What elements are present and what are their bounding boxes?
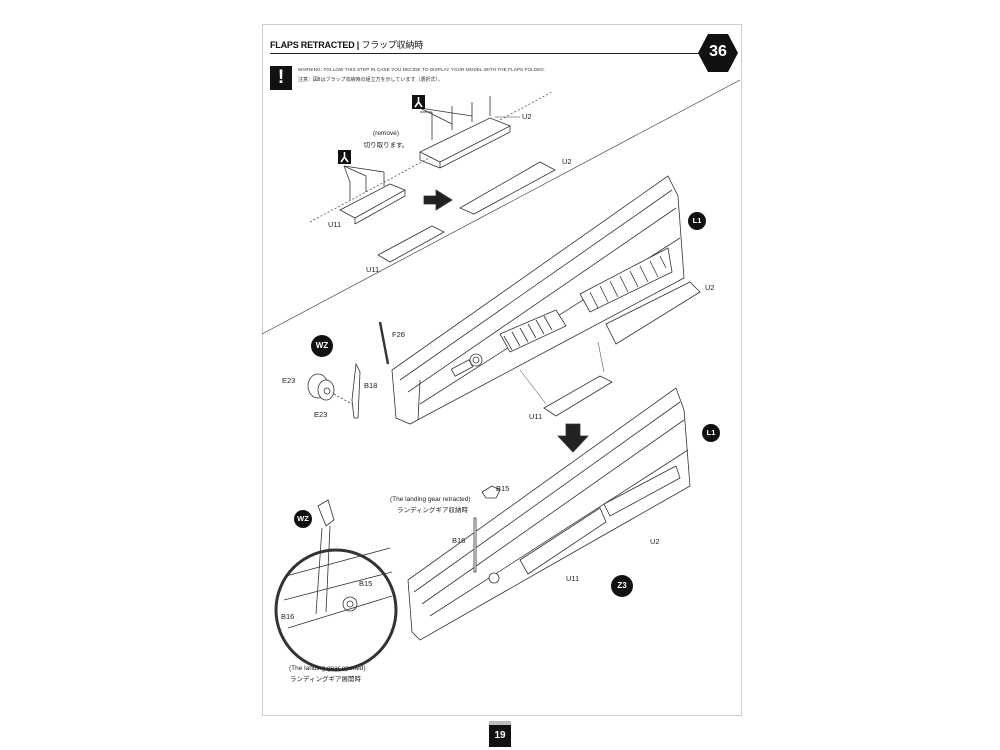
cut-tool-icon: [412, 95, 425, 109]
wing-upper: [391, 175, 685, 425]
header-rule: [270, 53, 702, 54]
label-b16: B16: [452, 536, 466, 545]
warning-text-jp: 注意：図Ⅱはフラップ収納時の組立方を示しています（選択式）。: [298, 77, 443, 83]
label-z3: Z3: [611, 575, 633, 597]
page-number: 19: [489, 725, 511, 747]
label-b15: B15: [496, 484, 510, 493]
label-b18: B18: [364, 381, 378, 390]
label-wz: WZ: [294, 510, 312, 528]
part-b15: [481, 485, 501, 499]
label-u2: U2: [522, 112, 532, 121]
flap-u11-wing: [543, 375, 613, 417]
flap-u2-wing: [605, 281, 701, 345]
warning-icon: !: [270, 66, 292, 90]
label-b16: B16: [281, 612, 295, 621]
gear-retracted-en: (The landing gear retracted): [390, 496, 471, 503]
label-l1: L1: [702, 424, 720, 442]
label-u2: U2: [650, 537, 660, 546]
part-b18: [351, 362, 361, 419]
label-wz: WZ: [311, 335, 333, 357]
label-e23: E23: [314, 410, 328, 419]
warning-text-en: WARNING: FOLLOW THIS STEP IN CASE YOU DE…: [298, 67, 546, 72]
label-e23: E23: [282, 376, 296, 385]
step-hexagon-icon: 36: [697, 33, 739, 73]
label-u2: U2: [562, 157, 572, 166]
gear-opened-jp: ランディングギア展開時: [290, 676, 362, 683]
wing-lower: [407, 387, 691, 641]
part-b16: [473, 517, 477, 573]
step-number: 36: [709, 43, 727, 60]
label-u2: U2: [705, 283, 715, 292]
label-u11: U11: [328, 220, 342, 229]
gear-opened-en: (The landing gear opened): [289, 665, 366, 672]
step-header: FLAPS RETRACTED | フラップ収納時: [270, 38, 423, 51]
label-f26: F26: [392, 330, 405, 339]
part-f26: [378, 321, 390, 365]
gear-retracted-jp: ランディングギア収納時: [397, 507, 469, 514]
label-b15: B15: [359, 579, 373, 588]
label-u11: U11: [566, 574, 580, 583]
remove-note-jp: 切り取ります。: [363, 142, 409, 149]
flap-u2-with-pins: [419, 96, 520, 169]
header-title-en: FLAPS RETRACTED |: [270, 40, 360, 50]
header-title-jp: フラップ収納時: [361, 40, 424, 50]
remove-note-en: (remove): [372, 130, 399, 137]
label-l1: L1: [688, 212, 706, 230]
arrow-icon: [423, 189, 453, 211]
label-u11: U11: [366, 265, 380, 274]
zoom-detail: [274, 499, 398, 672]
cut-tool-icon: [338, 150, 351, 164]
page-number-tab: [489, 721, 511, 725]
flap-u11-with-pins: [339, 165, 406, 225]
label-u11: U11: [529, 412, 543, 421]
flap-u11: [377, 225, 445, 263]
flap-u2: [459, 161, 556, 215]
arrow-icon: [557, 423, 589, 453]
